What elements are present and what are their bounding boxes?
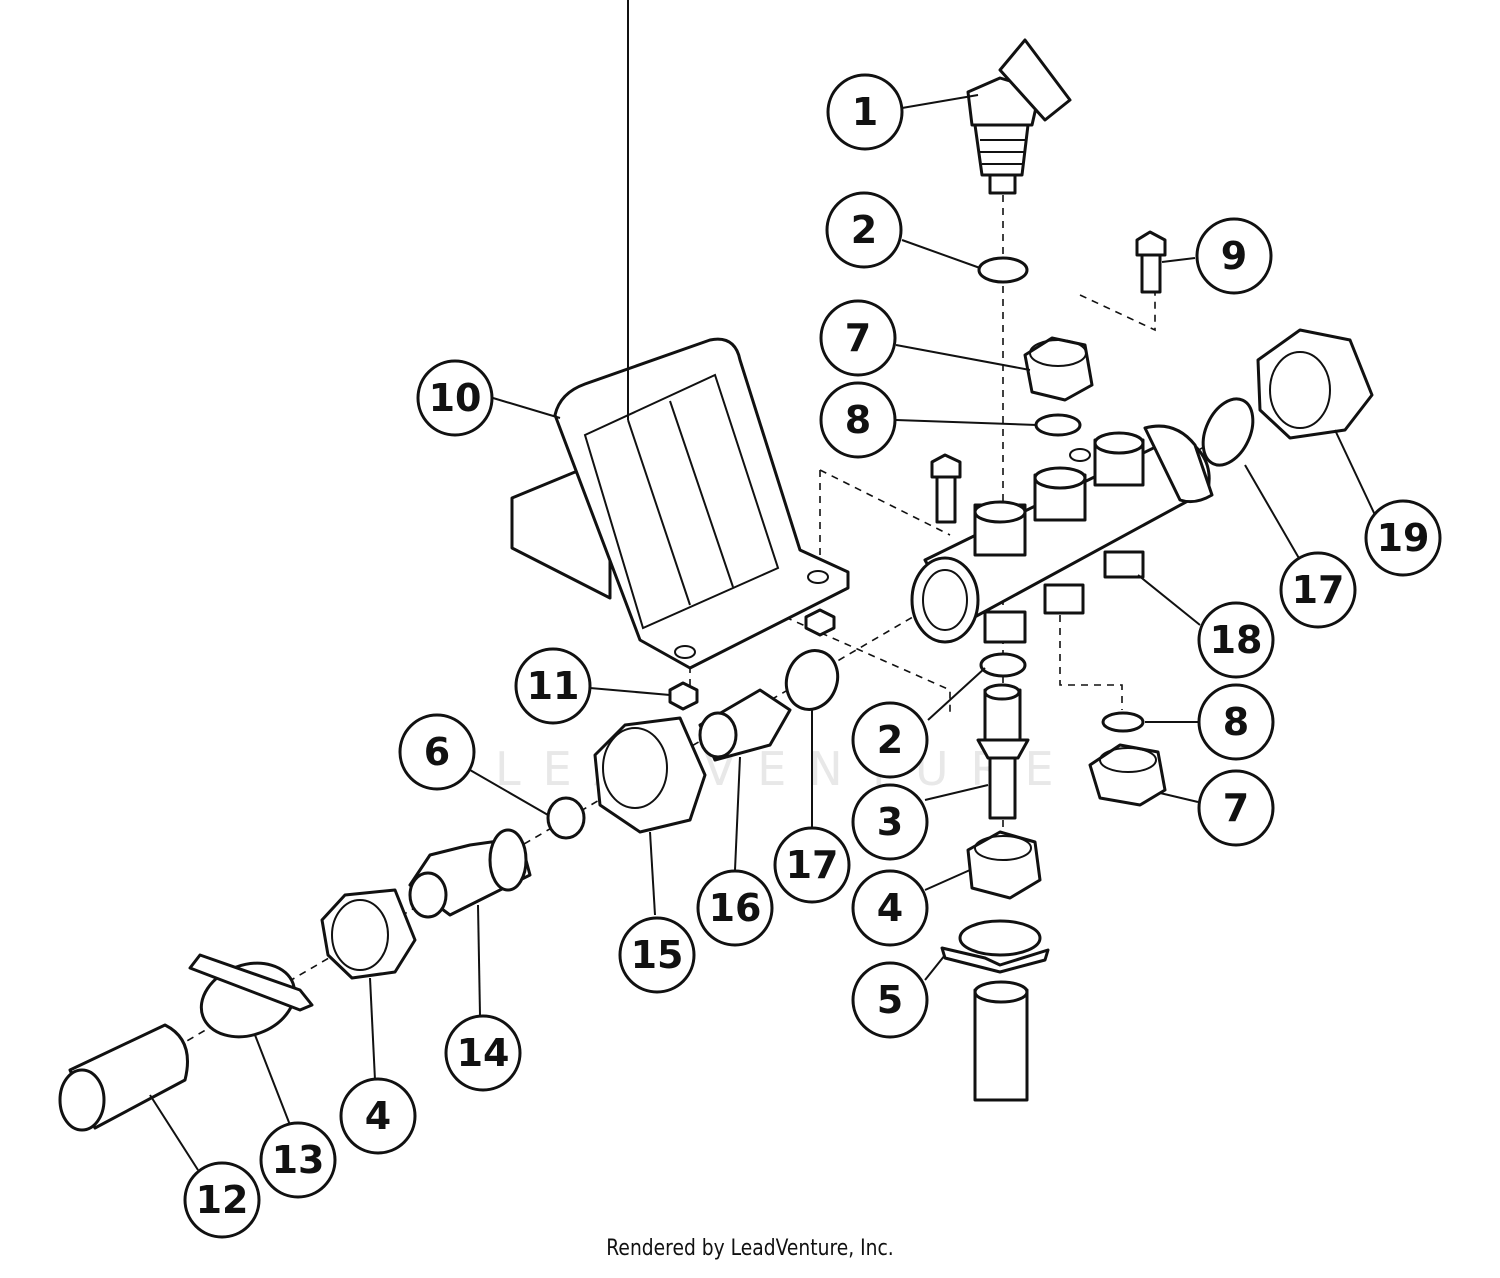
end-cap [1256,328,1374,440]
svg-text:18: 18 [1210,618,1263,662]
svg-text:15: 15 [631,933,684,977]
svg-text:7: 7 [1223,786,1249,830]
svg-text:8: 8 [1223,700,1249,744]
svg-text:11: 11 [527,664,580,708]
hose-barb-vertical [976,683,1030,820]
svg-text:16: 16 [709,886,762,930]
balloon-18: 18 [1197,601,1275,679]
balloon-19: 19 [1364,499,1442,577]
balloon-17-left: 17 [773,826,851,904]
balloon-1: 1 [826,73,904,151]
nut-small-left [668,681,699,711]
balloon-8-top: 8 [819,381,897,459]
svg-text:5: 5 [877,978,903,1022]
threaded-fitting [698,688,792,762]
svg-text:8: 8 [845,398,871,442]
coupling-nut [593,716,707,834]
balloon-2-lower: 2 [851,701,929,779]
nut-left [320,888,417,980]
valve [966,38,1072,195]
svg-text:17: 17 [786,843,839,887]
svg-text:17: 17 [1292,568,1345,612]
svg-text:1: 1 [852,90,878,134]
balloon-14: 14 [444,1014,522,1092]
balloon-9: 9 [1195,217,1273,295]
oring-top [1034,413,1082,437]
svg-text:4: 4 [877,886,903,930]
svg-text:3: 3 [877,800,903,844]
hose-vertical [973,980,1029,1102]
svg-text:7: 7 [845,316,871,360]
balloon-2-top: 2 [825,191,903,269]
balloon-11: 11 [514,647,592,725]
oring-lower-right [1101,711,1145,733]
balloon-3: 3 [851,783,929,861]
balloon-7-top: 7 [819,299,897,377]
balloon-6: 6 [398,713,476,791]
hose-left [58,1023,189,1132]
washer-lower [979,652,1027,678]
balloon-13: 13 [259,1121,337,1199]
svg-text:10: 10 [429,376,482,420]
svg-text:14: 14 [457,1031,510,1075]
svg-text:19: 19 [1377,516,1430,560]
svg-text:12: 12 [196,1178,249,1222]
oring-right [1201,397,1255,467]
hose-clamp-left [188,953,314,1039]
svg-text:4: 4 [365,1094,391,1138]
balloon-7-lower: 7 [1197,769,1275,847]
leader-lines [149,94,1376,1171]
balloon-4-left: 4 [339,1077,417,1155]
bolt-right [1135,230,1167,294]
mounting-bracket [510,0,850,670]
balloon-10: 10 [416,359,494,437]
footer-credit: Rendered by LeadVenture, Inc. [606,1236,894,1261]
oring-left [784,649,840,711]
nut-top [1023,336,1094,402]
balloon-4-vertical: 4 [851,869,929,947]
part-balloons: 1 2 9 7 8 10 19 17 18 11 2 8 6 17 16 15 … [183,73,1442,1239]
balloon-8-lower: 8 [1197,683,1275,761]
manifold [910,424,1214,644]
svg-text:13: 13 [272,1138,325,1182]
svg-text:9: 9 [1221,234,1247,278]
balloon-16: 16 [696,869,774,947]
balloon-5: 5 [851,961,929,1039]
svg-text:6: 6 [424,730,450,774]
nut-lower-right [1088,743,1167,807]
balloon-12: 12 [183,1161,261,1239]
nut-small-right [804,608,836,637]
watermark: LEADVENTURE [495,742,1076,796]
svg-text:2: 2 [851,208,877,252]
balloon-15: 15 [618,916,696,994]
hose-clamp-vertical [940,919,1050,974]
svg-text:2: 2 [877,718,903,762]
washer-top [977,256,1029,284]
balloon-17-right: 17 [1279,551,1357,629]
washer-left [546,796,586,840]
nut-vertical [966,830,1042,900]
bolt-left [930,453,962,524]
hose-barb-horizontal [408,828,532,919]
